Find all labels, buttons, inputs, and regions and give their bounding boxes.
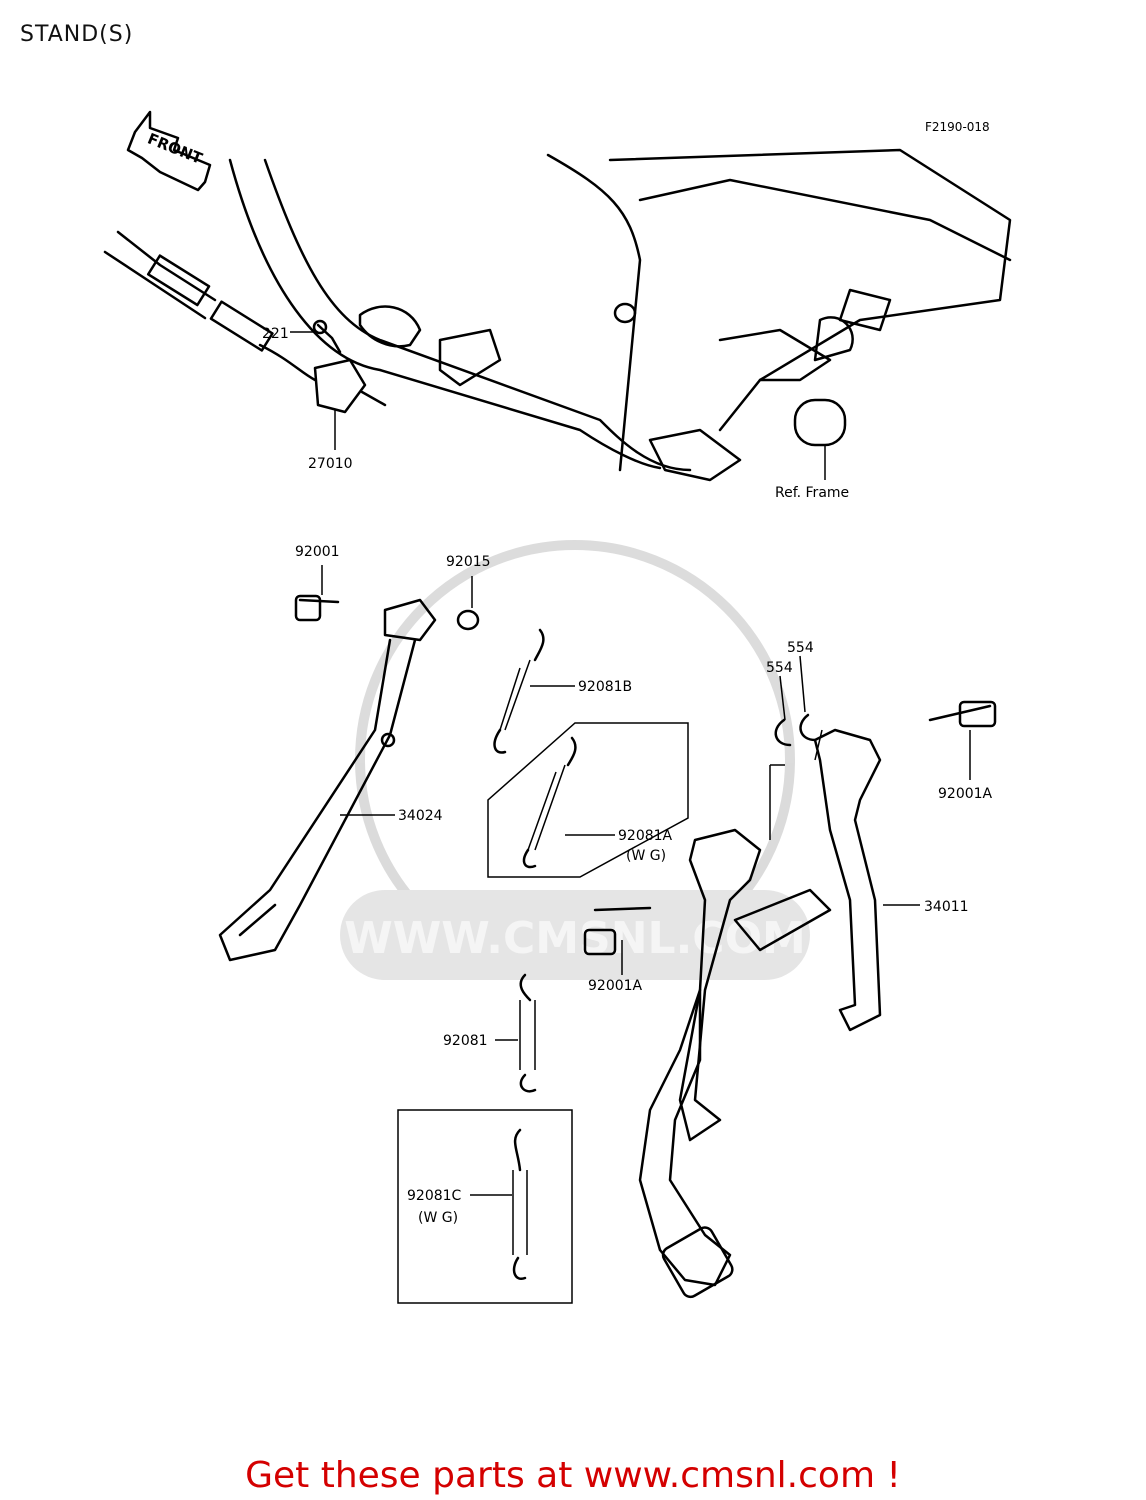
label-92081C-note: (W G) [418, 1210, 458, 1226]
center-stand [583, 700, 997, 1299]
front-arrow-icon: FRONT [126, 110, 212, 192]
label-554-a: 554 [766, 660, 793, 676]
label-554-b: 554 [787, 640, 814, 656]
diagram-code: F2190-018 [925, 120, 990, 134]
label-92081C: 92081C [407, 1188, 462, 1204]
spring-92081C [512, 1128, 528, 1281]
label-92001A-right: 92001A [938, 786, 993, 802]
front-label: FRONT [145, 130, 206, 168]
wg-box-c [397, 1109, 573, 1304]
label-92081A: 92081A [618, 828, 673, 844]
ref-frame-label: Ref. Frame [775, 485, 849, 501]
label-92001: 92001 [295, 544, 340, 560]
page-title: STAND(S) [20, 22, 134, 47]
label-34011: 34011 [924, 899, 969, 915]
footer-promo[interactable]: Get these parts at www.cmsnl.com ! [245, 1455, 901, 1496]
label-92081: 92081 [443, 1033, 488, 1049]
spring-92081 [519, 973, 537, 1093]
side-stand [218, 594, 480, 962]
motorcycle-frame [228, 148, 1012, 482]
label-92015: 92015 [446, 554, 491, 570]
label-92081B: 92081B [578, 679, 632, 695]
label-221: 221 [262, 326, 289, 342]
wg-box-a [487, 722, 689, 878]
parts-diagram: WWW.CMSNL.COM FRONT F2190-018 221 [103, 110, 1012, 1304]
label-34024: 34024 [398, 808, 443, 824]
watermark-text: WWW.CMSNL.COM [344, 913, 806, 964]
label-92001A-mid: 92001A [588, 978, 643, 994]
spring-92081A [522, 736, 577, 869]
watermark-logo: WWW.CMSNL.COM [340, 540, 810, 980]
label-92081A-note: (W G) [626, 848, 666, 864]
label-27010: 27010 [308, 456, 353, 472]
side-stand-switch [103, 230, 387, 414]
spring-92081B [493, 628, 545, 754]
